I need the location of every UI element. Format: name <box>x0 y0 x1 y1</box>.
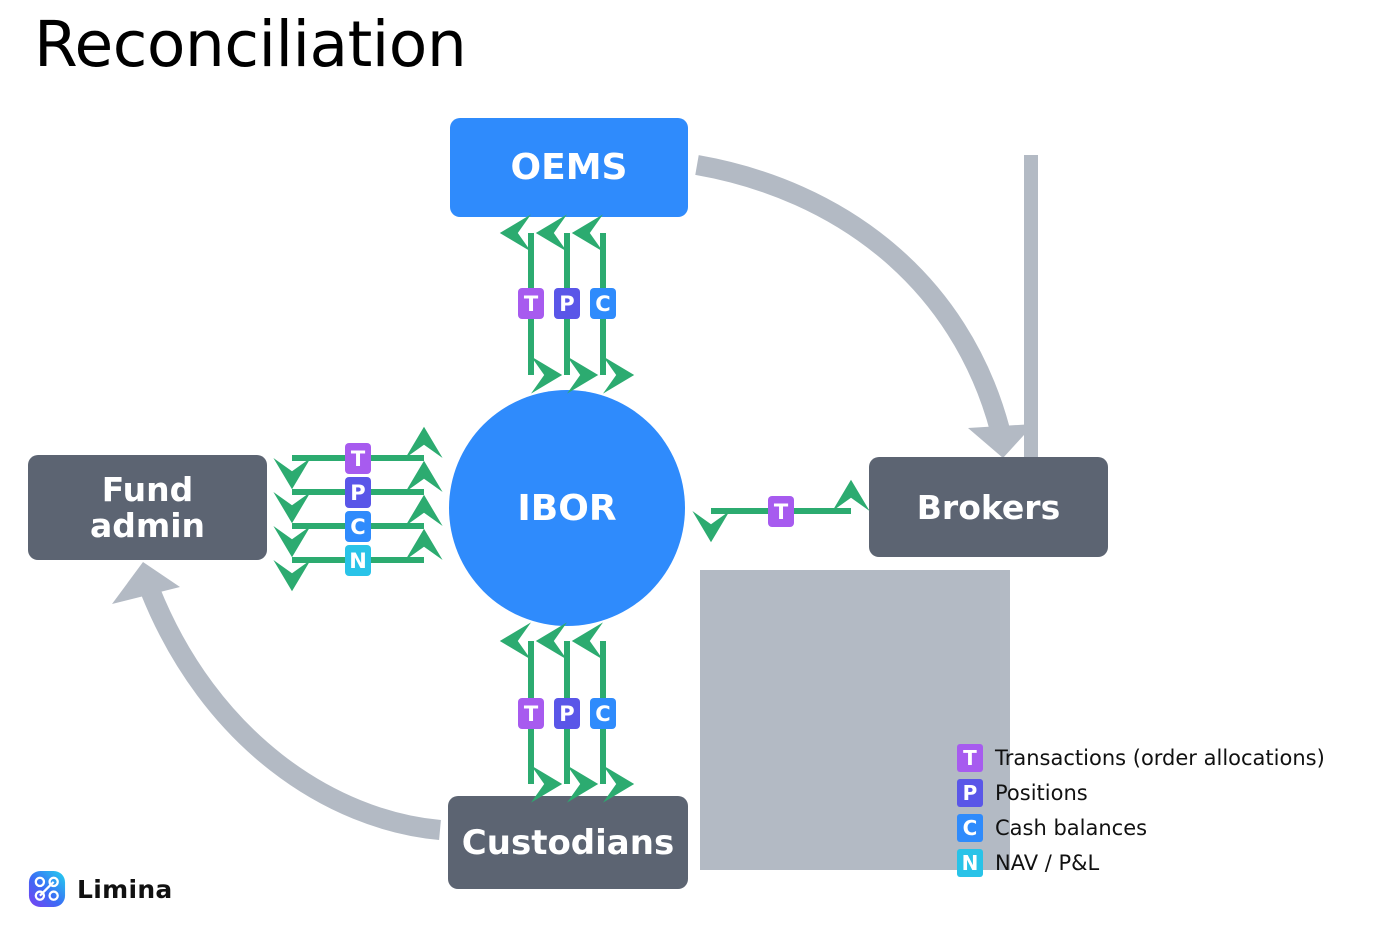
node-oems[interactable]: OEMS <box>450 118 688 217</box>
legend-badge-p: P <box>957 778 983 807</box>
legend-row-cash-balances: C Cash balances <box>957 810 1325 845</box>
badge-ibor-custodians-t: T <box>518 698 544 729</box>
gray-arrow-oems-to-brokers <box>695 155 1034 458</box>
limina-node-graph-icon <box>28 870 66 908</box>
node-brokers[interactable]: Brokers <box>869 457 1108 557</box>
node-custodians-label: Custodians <box>461 822 675 863</box>
node-oems-label: OEMS <box>510 147 628 188</box>
legend-row-positions: P Positions <box>957 775 1325 810</box>
node-fund-admin-label: Fund admin <box>90 472 205 543</box>
node-brokers-label: Brokers <box>916 487 1061 527</box>
badge-ibor-fundadmin-c: C <box>345 511 371 542</box>
legend-badge-t: T <box>957 743 983 772</box>
legend-label-nav-pl: NAV / P&L <box>995 850 1100 875</box>
legend-row-nav-pl: N NAV / P&L <box>957 845 1325 880</box>
node-ibor-label: IBOR <box>517 487 617 529</box>
badge-ibor-fundadmin-p: P <box>345 477 371 508</box>
badge-ibor-fundadmin-t: T <box>345 443 371 474</box>
legend: T Transactions (order allocations) P Pos… <box>957 740 1325 880</box>
legend-label-cash-balances: Cash balances <box>995 815 1148 840</box>
badge-ibor-fundadmin-n: N <box>345 545 371 576</box>
badge-ibor-custodians-c: C <box>590 698 616 729</box>
node-fund-admin-label-line2: admin <box>89 505 206 545</box>
badge-ibor-custodians-p: P <box>554 698 580 729</box>
brand-name: Limina <box>77 874 173 904</box>
badge-ibor-brokers-t: T <box>768 496 794 527</box>
legend-row-transactions: T Transactions (order allocations) <box>957 740 1325 775</box>
legend-badge-n: N <box>957 848 983 877</box>
legend-label-transactions: Transactions (order allocations) <box>995 745 1325 770</box>
legend-badge-c: C <box>957 813 983 842</box>
node-fund-admin[interactable]: Fund admin <box>28 455 267 560</box>
legend-label-positions: Positions <box>995 780 1088 805</box>
node-ibor[interactable]: IBOR <box>449 390 685 626</box>
badge-oems-ibor-c: C <box>590 288 616 319</box>
gray-arrow-custodians-to-fund-admin <box>112 562 441 840</box>
brand-logo: Limina <box>28 870 173 908</box>
node-custodians[interactable]: Custodians <box>448 796 688 889</box>
node-fund-admin-label-line1: Fund <box>101 469 194 509</box>
badge-oems-ibor-t: T <box>518 288 544 319</box>
page-title: Reconciliation <box>34 8 467 81</box>
badge-oems-ibor-p: P <box>554 288 580 319</box>
gray-vertical-line <box>1024 155 1038 465</box>
